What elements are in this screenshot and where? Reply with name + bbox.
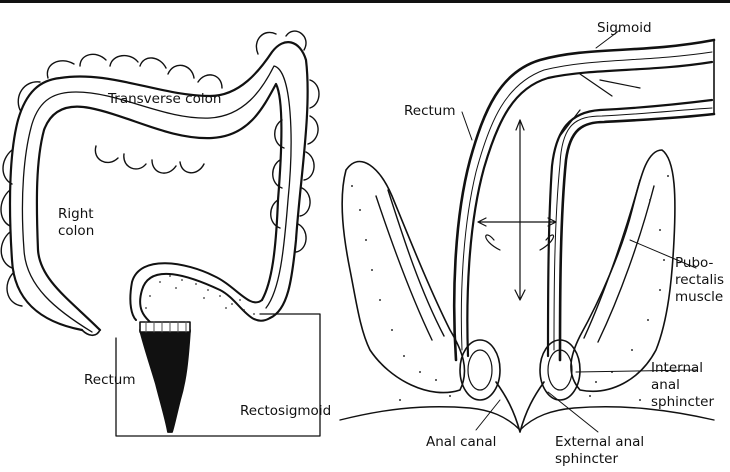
label-rectosigmoid: Rectosigmoid (240, 403, 331, 420)
label-rectum-left: Rectum (84, 372, 136, 389)
label-rectum-right: Rectum (404, 103, 456, 120)
label-puborectalis-muscle: Pubo- rectalis muscle (675, 255, 724, 306)
label-right-colon: Right colon (58, 206, 94, 240)
label-sigmoid: Sigmoid (597, 20, 652, 37)
label-external-anal-sphincter: External anal sphincter (555, 434, 644, 468)
label-anal-canal: Anal canal (426, 434, 496, 451)
label-internal-anal-sphincter: Internal anal sphincter (651, 360, 714, 411)
label-transverse-colon: Transverse colon (108, 91, 221, 108)
